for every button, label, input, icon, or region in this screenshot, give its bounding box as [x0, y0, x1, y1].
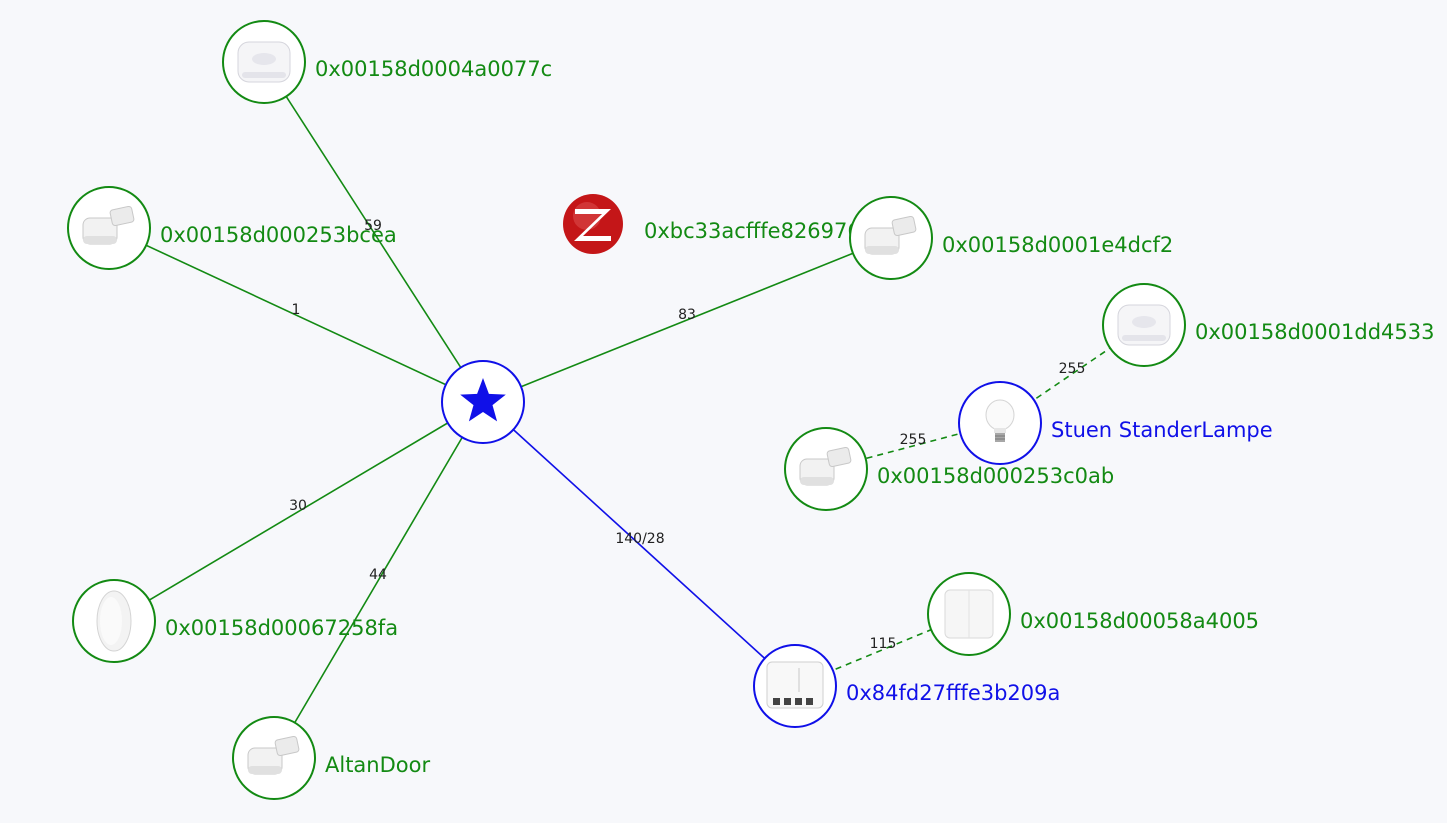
link-label: 44: [369, 567, 387, 583]
device-node[interactable]: 0x00158d0004a0077c: [222, 20, 552, 104]
switch-module-icon: [766, 661, 824, 709]
node-label: 0x00158d00067258fa: [165, 616, 398, 640]
node-label: 0x00158d0001e4dcf2: [942, 233, 1173, 257]
door-sensor-icon: [82, 205, 135, 245]
device-node[interactable]: Stuen StanderLampe: [958, 381, 1273, 465]
device-node[interactable]: 0x00158d000253bcea: [67, 186, 397, 270]
link-label: 30: [289, 498, 307, 514]
device-node[interactable]: 0xbc33acfffe826976: [563, 194, 861, 254]
link-line: [482, 401, 796, 687]
link-line: [482, 237, 892, 403]
link-label: 255: [900, 432, 927, 448]
motion-sensor-icon: [237, 41, 291, 83]
node-label: 0x84fd27fffe3b209a: [846, 681, 1060, 705]
device-node[interactable]: 0x84fd27fffe3b209a: [753, 644, 1060, 728]
link-line: [113, 401, 484, 622]
link-label: 1: [292, 302, 301, 318]
star-icon: [460, 378, 506, 422]
node-label: 0x00158d000253c0ab: [877, 464, 1114, 488]
node-label: 0x00158d0004a0077c: [315, 57, 552, 81]
coordinator-node[interactable]: [441, 360, 525, 444]
node-label: 0xbc33acfffe826976: [644, 219, 861, 243]
link-label: 255: [1059, 361, 1086, 377]
node-label: 0x00158d0001dd4533: [1195, 320, 1434, 344]
device-node[interactable]: 0x00158d0001e4dcf2: [849, 196, 1173, 280]
button-icon: [96, 590, 132, 652]
link-label: 59: [364, 218, 382, 234]
device-node[interactable]: 0x00158d0001dd4533: [1102, 283, 1434, 367]
node-label: 0x00158d000253bcea: [160, 223, 397, 247]
motion-sensor-icon: [1117, 304, 1171, 346]
device-node[interactable]: AltanDoor: [232, 716, 430, 800]
link-label: 115: [870, 636, 897, 652]
light-bulb-icon: [985, 399, 1015, 442]
link-label: 83: [678, 307, 696, 323]
device-node[interactable]: 0x00158d00067258fa: [72, 579, 398, 663]
door-sensor-icon: [247, 735, 300, 775]
link-line: [273, 401, 484, 759]
node-label: 0x00158d00058a4005: [1020, 609, 1259, 633]
door-sensor-icon: [864, 215, 917, 255]
node-label: AltanDoor: [325, 753, 430, 777]
device-node[interactable]: 0x00158d00058a4005: [927, 572, 1259, 656]
device-node[interactable]: 0x00158d000253c0ab: [784, 427, 1114, 511]
link-line: [263, 61, 484, 403]
node-label: Stuen StanderLampe: [1051, 418, 1273, 442]
cube-icon: [944, 589, 994, 639]
nodes-layer: 0x00158d0004a0077c 0x00158d000253bcea 0xbc…: [67, 20, 1434, 800]
link-labels-layer: 59 1 83 30 44 140/28 255 255 115: [289, 218, 1085, 652]
link-line: [825, 422, 1001, 470]
zigbee-logo-icon: [563, 194, 623, 254]
door-sensor-icon: [799, 446, 852, 486]
link-line: [108, 227, 484, 403]
link-label: 140/28: [615, 531, 664, 547]
